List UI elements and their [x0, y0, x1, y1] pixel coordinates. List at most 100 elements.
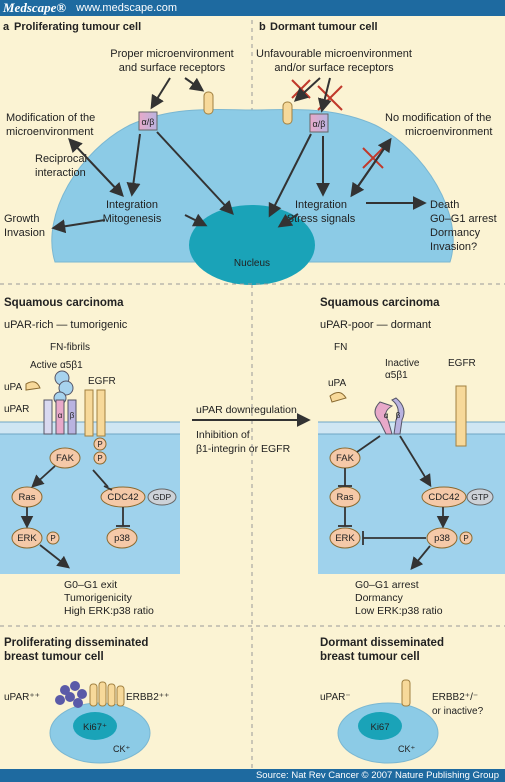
panel-a-letter: a — [3, 21, 10, 33]
ml-fak: FAK — [56, 453, 75, 464]
header-bar: Medscape® www.medscape.com — [0, 0, 505, 16]
ml-alpha: α — [58, 411, 63, 420]
gdp-left — [147, 488, 177, 506]
death-line2: G0–G1 arrest — [430, 213, 497, 225]
arrow-unfav-tube — [293, 77, 321, 102]
mr-ras: Ras — [337, 492, 354, 503]
mr-upa: uPA — [328, 378, 346, 389]
figure-diagram: a Proliferating tumour cell b Dormant tu… — [0, 20, 505, 768]
receptor-a-tube — [203, 91, 214, 115]
receptor-a — [138, 111, 158, 131]
p38-left — [106, 527, 138, 549]
growth-line1: Growth — [4, 213, 39, 225]
egfr-left-2 — [96, 389, 106, 437]
br-upar: uPAR⁻ — [320, 692, 351, 703]
panel-a-title: Proliferating tumour cell — [14, 21, 141, 33]
alpha-right — [374, 401, 394, 435]
death-line3: Dormancy — [430, 227, 481, 239]
nucleus-label: Nucleus — [234, 258, 270, 269]
erbb2-bundle-icon — [89, 681, 125, 707]
erk-right — [329, 527, 361, 549]
nomod-line2: microenvironment — [405, 126, 492, 138]
upar-left — [43, 399, 53, 435]
bl-title1: Proliferating disseminated — [4, 637, 148, 649]
mr-cdc42: CDC42 — [428, 492, 459, 503]
ml-egfr: EGFR — [88, 376, 116, 387]
bl-ki67: Ki67⁺ — [83, 722, 107, 733]
erbb2-single-icon — [401, 679, 411, 707]
proper-line2: and surface receptors — [119, 62, 226, 74]
cell-body — [51, 108, 454, 263]
mr-p: P — [463, 534, 468, 543]
upa-left — [25, 381, 41, 391]
ml-title: Squamous carcinoma — [4, 297, 124, 309]
ml-erk: ERK — [17, 533, 37, 544]
receptor-b — [309, 113, 329, 133]
mr-fn: FN — [334, 342, 347, 353]
unfav-line2: and/or surface receptors — [274, 62, 394, 74]
mr-out1: G0–G1 arrest — [355, 579, 419, 591]
integ-a-line1: Integration — [106, 199, 158, 211]
membrane-right — [318, 422, 505, 434]
mc-inhib1: Inhibition of — [196, 429, 250, 441]
p-circle-ml-2 — [93, 451, 107, 465]
ml-p1: P — [97, 440, 102, 449]
arrow-receptor-nucleus-a — [156, 131, 234, 216]
egfr-right — [455, 385, 467, 447]
cdc42-right — [421, 486, 467, 508]
egfr-left-1 — [84, 389, 94, 437]
integ-a-line2: Mitogenesis — [103, 213, 162, 225]
death-line4: Invasion? — [430, 241, 477, 253]
p-circle-erk — [46, 531, 60, 545]
modif-line2: microenvironment — [6, 126, 93, 138]
ml-subtitle: uPAR-rich — tumorigenic — [4, 319, 128, 331]
recip-line1: Reciprocal — [35, 153, 87, 165]
ml-out2: Tumorigenicity — [64, 592, 133, 604]
ml-fn: FN-fibrils — [50, 342, 90, 353]
br-title2: breast tumour cell — [320, 651, 420, 663]
ml-cdc42: CDC42 — [107, 492, 138, 503]
mr-alpha: α — [384, 411, 389, 420]
beta-right — [391, 397, 405, 435]
footer-bar: Source: Nat Rev Cancer © 2007 Nature Pub… — [0, 769, 505, 782]
unfav-line1: Unfavourable microenvironment — [256, 48, 412, 60]
medscape-logo[interactable]: Medscape® — [3, 0, 67, 15]
bl-ck: CK⁺ — [113, 744, 131, 754]
growth-line2: Invasion — [4, 227, 45, 239]
alpha-left — [55, 399, 65, 435]
integ-b-line1: Integration — [295, 199, 347, 211]
br-title1: Dormant disseminated — [320, 637, 444, 649]
receptor-b-label: α/β — [313, 119, 326, 129]
br-ki67: Ki67 — [370, 722, 389, 733]
panel-b-letter: b — [259, 21, 266, 33]
site-url[interactable]: www.medscape.com — [76, 2, 178, 14]
death-line1: Death — [430, 199, 459, 211]
bl-upar: uPAR⁺⁺ — [4, 692, 40, 703]
ml-out1: G0–G1 exit — [64, 579, 117, 591]
p-circle-p38 — [459, 531, 473, 545]
br-erbb2-2: or inactive? — [432, 706, 484, 717]
bl-title2: breast tumour cell — [4, 651, 104, 663]
ml-p38: p38 — [114, 533, 130, 544]
br-erbb2-1: ERBB2⁺/⁻ — [432, 692, 478, 703]
arrow-proper-receptor — [150, 77, 171, 110]
mr-title: Squamous carcinoma — [320, 297, 440, 309]
p-circle-ml-1 — [93, 437, 107, 451]
arrow-receptor-integ-a — [126, 133, 141, 197]
bl-erbb2: ERBB2⁺⁺ — [126, 692, 169, 703]
modif-line1: Modification of the — [6, 112, 95, 124]
arrow-integ-nucleus-b — [277, 213, 299, 228]
receptor-b-tube — [282, 101, 293, 125]
mr-gtp: GTP — [471, 492, 489, 502]
upar-cluster-icon — [55, 681, 87, 708]
ml-beta: β — [70, 411, 75, 420]
ml-active: Active α5β1 — [30, 360, 83, 371]
mr-inactive2: α5β1 — [385, 370, 408, 381]
ml-gdp: GDP — [153, 492, 172, 502]
mr-p38: p38 — [434, 533, 450, 544]
arrow-nomod-integ — [350, 139, 391, 198]
mr-fak: FAK — [336, 453, 355, 464]
mr-beta: β — [396, 411, 401, 420]
mr-subtitle: uPAR-poor — dormant — [320, 319, 431, 331]
panel-b-title: Dormant tumour cell — [270, 21, 378, 33]
